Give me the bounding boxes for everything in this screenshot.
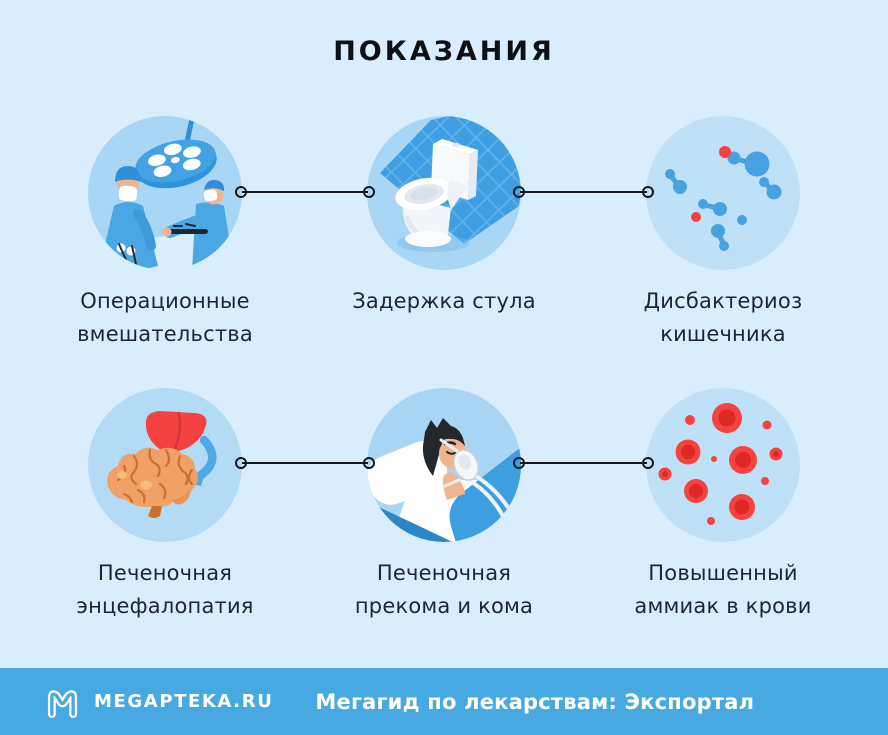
item-icon-circle <box>367 388 521 542</box>
connector-ring <box>642 186 654 198</box>
connector-ring <box>642 457 654 469</box>
indication-item-dysbiosis: Дисбактериоз кишечника <box>583 116 863 351</box>
indication-item-hepatic-encephalopathy: Печеночная энцефалопатия <box>25 388 305 623</box>
toilet-icon <box>367 116 521 270</box>
indication-item-hepatic-coma: Печеночная прекома и кома <box>304 388 584 623</box>
coma-patient-icon <box>367 388 521 542</box>
blood-cells-icon <box>646 388 800 542</box>
indication-item-stool-retention: Задержка стула <box>304 116 584 318</box>
item-label-line: кишечника <box>660 322 786 346</box>
footer-bar: MEGAPTEKA.RU Мегагид по лекарствам: Эксп… <box>0 668 888 735</box>
connector-ring <box>363 186 375 198</box>
item-icon-circle <box>88 116 242 270</box>
connector-line <box>520 190 647 194</box>
footer-caption: Мегагид по лекарствам: Экспортал <box>315 689 755 714</box>
connector-line <box>520 461 647 465</box>
connector-ring <box>513 186 525 198</box>
connector-row2-right <box>513 457 654 469</box>
connector-row1-left <box>235 186 375 198</box>
connector-ring <box>235 457 247 469</box>
item-label-line: Печеночная <box>376 561 512 585</box>
item-label: Печеночная прекома и кома <box>304 557 584 623</box>
indication-item-ammonia: Повышенный аммиак в крови <box>583 388 863 623</box>
item-icon-circle <box>646 388 800 542</box>
item-label-line: прекома и кома <box>354 594 534 618</box>
item-label: Дисбактериоз кишечника <box>583 285 863 351</box>
indication-item-surgery: Операционные вмешательства <box>25 116 305 351</box>
item-label: Задержка стула <box>304 285 584 318</box>
surgeons-icon <box>88 116 242 270</box>
item-label-line: аммиак в крови <box>634 594 812 618</box>
item-label-line: Дисбактериоз <box>643 289 803 313</box>
item-label: Повышенный аммиак в крови <box>583 557 863 623</box>
item-label-line: Повышенный <box>648 561 798 585</box>
item-label: Печеночная энцефалопатия <box>25 557 305 623</box>
megapteka-logo-icon <box>44 684 81 720</box>
item-label-line: Операционные <box>80 289 250 313</box>
bacteria-icon <box>646 116 800 270</box>
item-label-line: Печеночная <box>97 561 233 585</box>
connector-ring <box>513 457 525 469</box>
item-label: Операционные вмешательства <box>25 285 305 351</box>
connector-line <box>242 461 368 465</box>
connector-ring <box>363 457 375 469</box>
connector-line <box>242 190 368 194</box>
footer-brand: MEGAPTEKA.RU <box>94 691 274 712</box>
item-icon-circle <box>367 116 521 270</box>
liver-brain-icon <box>88 388 242 542</box>
item-label-line: энцефалопатия <box>76 594 254 618</box>
item-icon-circle <box>88 388 242 542</box>
connector-row1-right <box>513 186 654 198</box>
connector-row2-left <box>235 457 375 469</box>
item-label-line: вмешательства <box>77 322 253 346</box>
connector-ring <box>235 186 247 198</box>
item-icon-circle <box>646 116 800 270</box>
page-title: ПОКАЗАНИЯ <box>333 36 555 67</box>
item-label-line: Задержка стула <box>352 289 536 313</box>
